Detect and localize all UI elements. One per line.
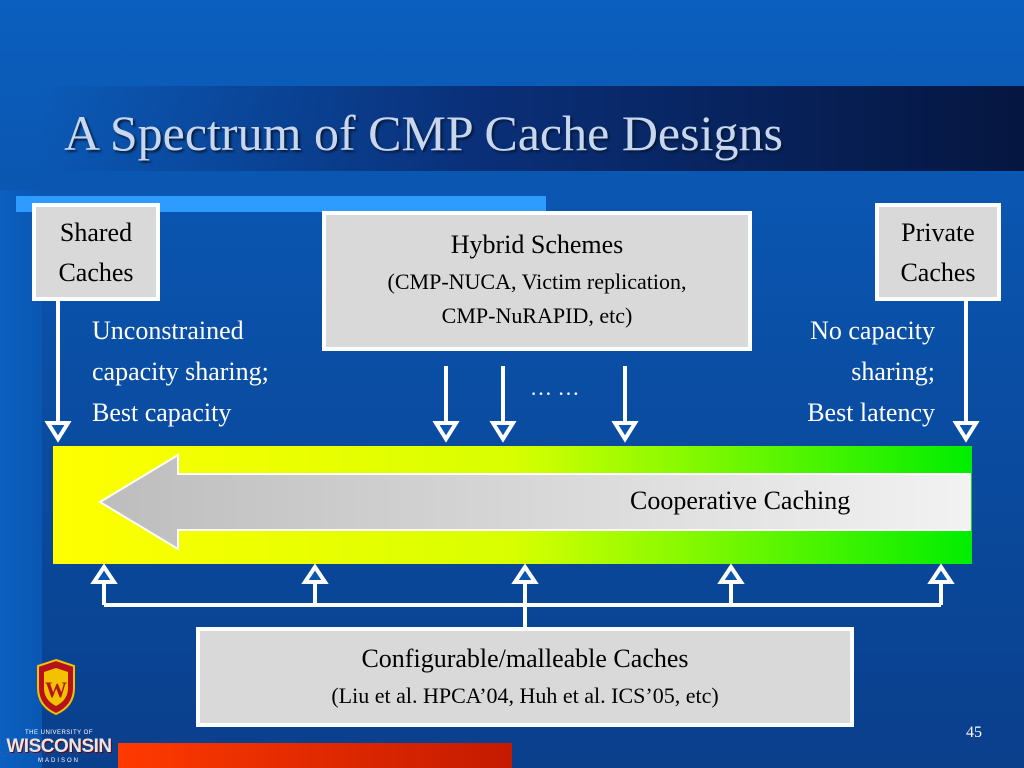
- up-arrowhead-4: [717, 563, 745, 584]
- up-arrowhead-5: [927, 563, 955, 584]
- cooperative-caching-label: Cooperative Caching: [630, 486, 851, 515]
- wordmark-bottom: MADISON: [37, 758, 80, 764]
- private-line-1: Private: [901, 218, 975, 247]
- university-crest-icon: W: [37, 658, 75, 716]
- configurable-caches-box: Configurable/malleable Caches (Liu et al…: [196, 627, 854, 727]
- left-note-line-2: capacity sharing;: [92, 357, 269, 386]
- hybrid-down-arrow-2: [489, 366, 517, 443]
- slide-title: A Spectrum of CMP Cache Designs: [64, 105, 783, 161]
- shared-line-1: Shared: [59, 218, 133, 247]
- up-arrowhead-1: [90, 563, 118, 584]
- left-note-line-1: Unconstrained: [92, 316, 244, 345]
- right-note-line-3: Best latency: [807, 398, 935, 427]
- private-down-arrow: [952, 301, 980, 443]
- university-wordmark: THE UNIVERSITY OF WISCONSIN MADISON: [0, 728, 118, 768]
- hybrid-down-arrow-1: [432, 366, 460, 443]
- shared-line-2: Caches: [58, 258, 134, 287]
- wordmark-main: WISCONSIN: [6, 736, 112, 757]
- hybrid-subtitle: (CMP-NUCA, Victim replication, CMP-NuRAP…: [326, 265, 748, 333]
- hybrid-subtitle-line-1: (CMP-NUCA, Victim replication,: [387, 269, 687, 294]
- right-note-line-2: sharing;: [851, 357, 935, 386]
- hybrid-subtitle-line-2: CMP-NuRAPID, etc): [441, 303, 633, 328]
- private-caches-box: Private Caches: [875, 203, 1001, 301]
- config-subtitle: (Liu et al. HPCA’04, Huh et al. ICS’05, …: [331, 683, 719, 708]
- shared-caches-box: Shared Caches: [32, 203, 160, 301]
- up-arrowhead-2: [301, 563, 329, 584]
- configurable-connector: [102, 582, 943, 627]
- left-note-line-3: Best capacity: [92, 398, 232, 427]
- private-caches-note: No capacity sharing; Best latency: [740, 310, 935, 433]
- shared-down-arrow: [44, 301, 72, 443]
- ellipsis-text: … …: [530, 375, 580, 400]
- private-line-2: Caches: [900, 258, 976, 287]
- up-arrowhead-3: [511, 563, 539, 584]
- shared-caches-note: Unconstrained capacity sharing; Best cap…: [92, 310, 352, 433]
- hybrid-down-arrow-3: [611, 366, 639, 443]
- page-number: 45: [966, 724, 982, 741]
- cooperative-arrow: [98, 453, 971, 551]
- footer-bar: [118, 743, 512, 768]
- title-band: [40, 86, 1024, 171]
- right-note-line-1: No capacity: [810, 316, 935, 345]
- hybrid-schemes-box: Hybrid Schemes (CMP-NUCA, Victim replica…: [322, 211, 752, 351]
- config-title: Configurable/malleable Caches: [361, 644, 689, 673]
- crest-letter: W: [45, 677, 67, 702]
- hybrid-title: Hybrid Schemes: [450, 230, 624, 259]
- wordmark-top: THE UNIVERSITY OF: [24, 730, 94, 736]
